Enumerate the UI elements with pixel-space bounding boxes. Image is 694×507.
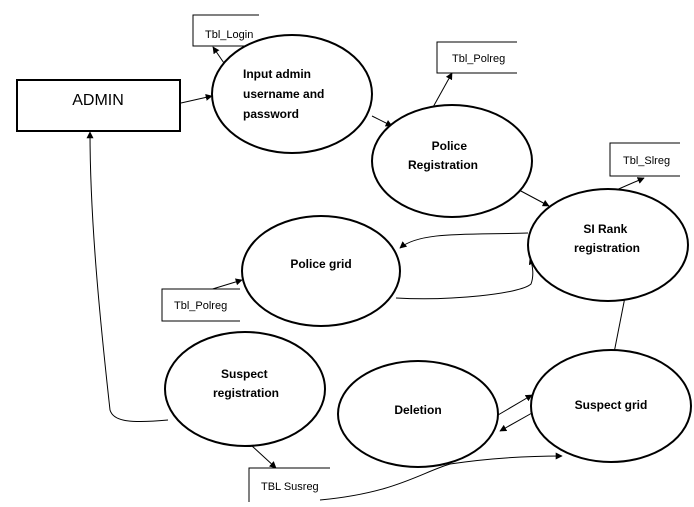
- svg-text:SI Rank registration: SI Rank registration: [574, 222, 640, 255]
- tbl-slreg-label: Tbl_Slreg: [623, 155, 670, 167]
- data-store-tbl-susreg: TBL Susreg: [248, 467, 330, 502]
- tbl-susreg-label: TBL Susreg: [261, 481, 319, 493]
- data-store-tbl-login: Tbl_Login: [192, 14, 259, 47]
- suspect-registration-line-2: registration: [213, 386, 279, 400]
- process-input-admin: Input admin username and password: [211, 34, 373, 154]
- process-police-registration: Police Registration: [371, 104, 533, 218]
- edge-si-rank-to-suspect-grid: [610, 296, 626, 359]
- edge-police-reg-to-tbl-polreg: [431, 72, 453, 110]
- admin-entity-box: [16, 79, 181, 132]
- tbl-polreg-left-label: Tbl_Polreg: [174, 300, 227, 312]
- edge-police-grid-to-si-rank: [395, 257, 536, 300]
- police-grid-label: Police grid: [290, 257, 351, 271]
- suspect-registration-line-1: Suspect: [221, 367, 268, 381]
- svg-text:Input admin username and: Input admin username and password: [243, 67, 328, 121]
- edge-police-reg-to-si-rank: [518, 189, 550, 207]
- svg-text:Police Registration: Police Registration: [408, 139, 478, 172]
- suspect-grid-label: Suspect grid: [575, 398, 648, 412]
- data-store-tbl-slreg: Tbl_Slreg: [609, 142, 680, 177]
- data-store-tbl-polreg-left: Tbl_Polreg: [161, 288, 240, 322]
- edge-suspect-reg-to-tbl-susreg: [251, 445, 277, 469]
- edge-input-to-police-registration: [371, 115, 393, 127]
- edge-suspect-reg-to-admin: [86, 131, 169, 423]
- svg-text:Suspect registration: Suspect registration: [213, 367, 279, 400]
- police-registration-line-1: Police: [432, 139, 468, 153]
- admin-entity-label: ADMIN: [72, 92, 124, 109]
- edge-tbl-susreg-to-suspect-grid: [319, 452, 563, 501]
- process-deletion: Deletion: [337, 360, 499, 468]
- si-rank-line-1: SI Rank: [583, 222, 627, 236]
- process-suspect-registration: Suspect registration: [164, 331, 326, 447]
- edge-admin-to-input: [180, 93, 213, 104]
- data-store-tbl-polreg-top: Tbl_Polreg: [436, 41, 517, 74]
- process-si-rank-registration: SI Rank registration: [527, 188, 689, 302]
- process-suspect-grid: Suspect grid: [530, 349, 692, 463]
- admin-entity: ADMIN: [16, 79, 181, 132]
- edge-suspect-grid-to-deletion: [499, 412, 533, 432]
- tbl-polreg-top-label: Tbl_Polreg: [452, 53, 505, 65]
- input-admin-line-2: username and: [243, 87, 324, 101]
- edge-si-rank-to-police-grid: [399, 232, 529, 249]
- process-police-grid: Police grid: [241, 215, 401, 327]
- input-admin-line-3: password: [243, 107, 299, 121]
- tbl-login-label: Tbl_Login: [205, 29, 253, 41]
- input-admin-line-1: Input admin: [243, 67, 311, 81]
- deletion-label: Deletion: [394, 403, 441, 417]
- edge-deletion-to-suspect-grid: [497, 394, 533, 416]
- si-rank-line-2: registration: [574, 241, 640, 255]
- police-registration-line-2: Registration: [408, 158, 478, 172]
